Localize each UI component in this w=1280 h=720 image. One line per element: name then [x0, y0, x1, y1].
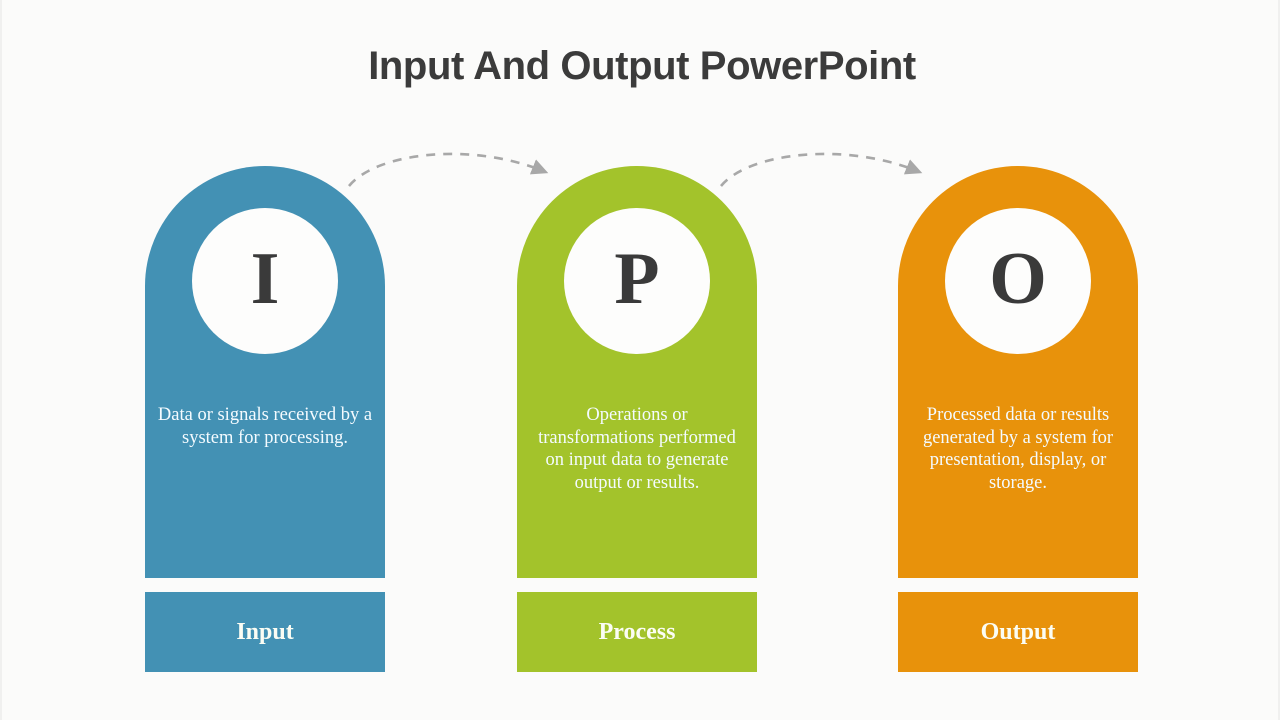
page-title: Input And Output PowerPoint — [368, 44, 916, 88]
step-letter-badge-input: I — [192, 208, 338, 354]
step-letter-badge-output: O — [945, 208, 1091, 354]
step-label-process: Process — [598, 618, 676, 645]
step-description-process: Operations or transformations performed … — [538, 405, 736, 493]
process-step-input[interactable]: I Data or signals received by a system f… — [145, 166, 385, 578]
step-body-process: P Operations or transformations performe… — [517, 166, 757, 578]
process-step-output[interactable]: O Processed data or results generated by… — [898, 166, 1138, 578]
step-label-bar-output[interactable]: Output — [898, 592, 1138, 672]
step-letter-input: I — [250, 238, 280, 320]
step-label-input: Input — [236, 618, 294, 645]
step-letter-output: O — [989, 238, 1047, 320]
step-body-output: O Processed data or results generated by… — [898, 166, 1138, 578]
step-letter-process: P — [614, 238, 660, 320]
step-description-output: Processed data or results generated by a… — [922, 405, 1114, 493]
step-label-bar-input[interactable]: Input — [145, 592, 385, 672]
process-step-process[interactable]: P Operations or transformations performe… — [517, 166, 757, 578]
step-label-bar-process[interactable]: Process — [517, 592, 757, 672]
step-letter-badge-process: P — [564, 208, 710, 354]
step-description-input: Data or signals received by a system for… — [157, 405, 373, 448]
step-label-output: Output — [980, 618, 1056, 645]
step-body-input: I Data or signals received by a system f… — [145, 166, 385, 578]
